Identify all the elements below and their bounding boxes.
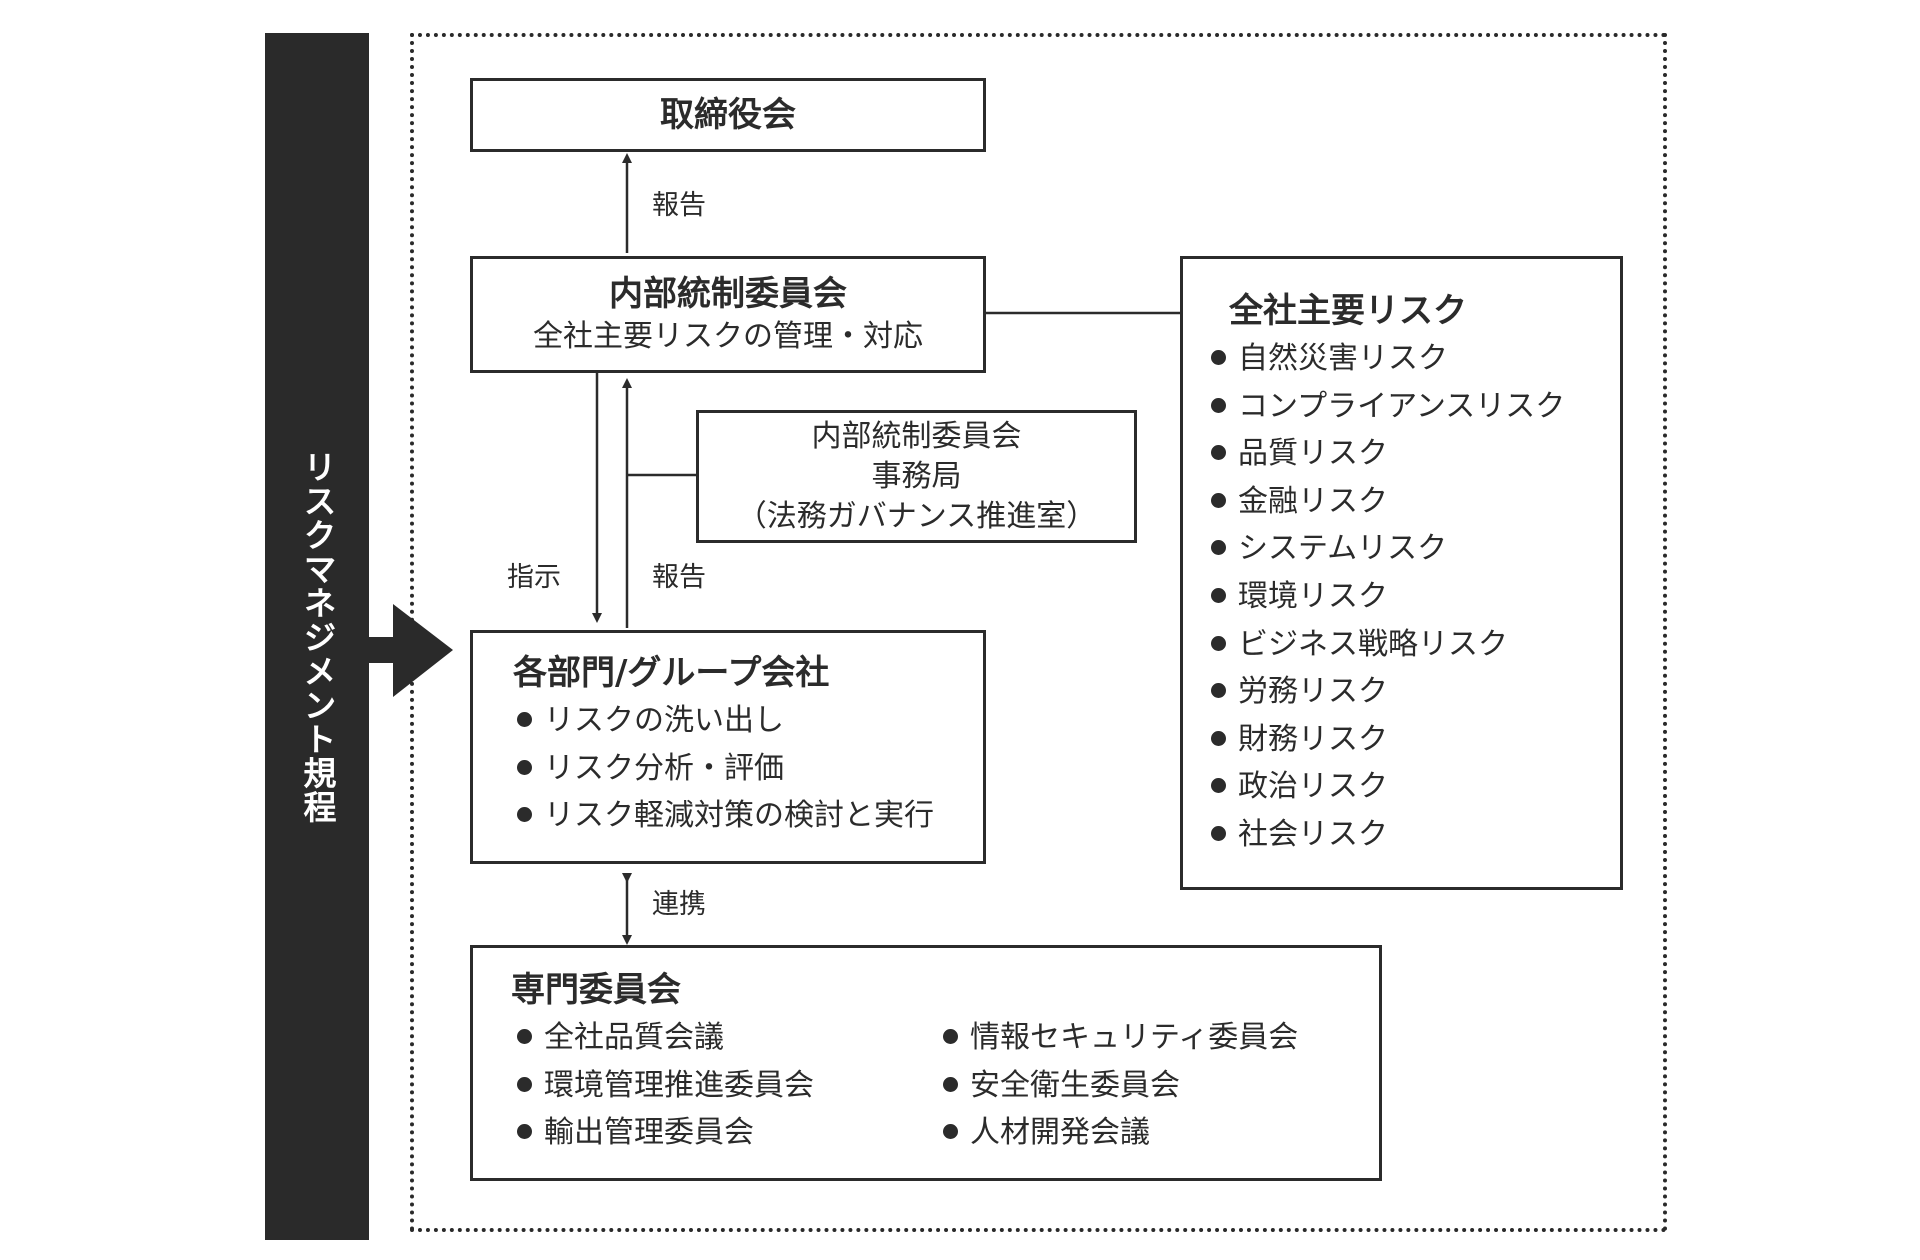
list-item: 人材開発会議 bbox=[943, 1109, 1298, 1157]
list-item: リスク分析・評価 bbox=[517, 745, 983, 793]
side-label: リスクマネジメント規程 bbox=[298, 449, 337, 824]
list-item: ビジネス戦略リスク bbox=[1211, 621, 1620, 669]
list-item: 自然災害リスク bbox=[1211, 335, 1620, 383]
list-item: 金融リスク bbox=[1211, 478, 1620, 526]
label-report-top: 報告 bbox=[652, 190, 706, 221]
list-item: 環境管理推進委員会 bbox=[517, 1062, 943, 1110]
bullet-icon bbox=[1211, 683, 1226, 699]
major-risks-box: 全社主要リスク 自然災害リスク コンプライアンスリスク 品質リスク 金融リスク … bbox=[1180, 256, 1623, 890]
bullet-icon bbox=[1211, 350, 1226, 365]
specialized-right-list: 情報セキュリティ委員会 安全衛生委員会 人材開発会議 bbox=[943, 1014, 1298, 1157]
internal-committee-title: 内部統制委員会 bbox=[609, 273, 847, 314]
list-item: 労務リスク bbox=[1211, 668, 1620, 716]
bullet-icon bbox=[943, 1076, 958, 1092]
bullet-icon bbox=[1211, 825, 1226, 841]
bullet-icon bbox=[517, 1076, 532, 1092]
secretariat-box: 内部統制委員会 事務局 （法務ガバナンス推進室） bbox=[696, 410, 1137, 543]
major-risks-title: 全社主要リスク bbox=[1229, 291, 1467, 331]
bullet-icon bbox=[517, 712, 532, 727]
side-label-container: リスクマネジメント規程 bbox=[265, 33, 369, 1240]
departments-box: 各部門/グループ会社 リスクの洗い出し リスク分析・評価 リスク軽減対策の検討と… bbox=[470, 630, 986, 864]
bullet-icon bbox=[943, 1029, 958, 1044]
bullet-icon bbox=[1211, 635, 1226, 651]
bullet-icon bbox=[1211, 778, 1226, 794]
secretariat-line3: （法務ガバナンス推進室） bbox=[736, 498, 1097, 534]
departments-list: リスクの洗い出し リスク分析・評価 リスク軽減対策の検討と実行 bbox=[517, 697, 983, 840]
label-instruct: 指示 bbox=[507, 562, 561, 593]
list-item: 輸出管理委員会 bbox=[517, 1109, 943, 1157]
list-item: 全社品質会議 bbox=[517, 1014, 943, 1062]
label-report-mid: 報告 bbox=[652, 562, 706, 593]
board-box: 取締役会 bbox=[470, 78, 986, 152]
list-item: 社会リスク bbox=[1211, 811, 1620, 859]
list-item: 情報セキュリティ委員会 bbox=[943, 1014, 1298, 1062]
internal-committee-box: 内部統制委員会 全社主要リスクの管理・対応 bbox=[470, 256, 986, 373]
internal-committee-subtitle: 全社主要リスクの管理・対応 bbox=[533, 318, 923, 354]
board-title: 取締役会 bbox=[660, 95, 796, 135]
list-item: コンプライアンスリスク bbox=[1211, 383, 1620, 431]
bullet-icon bbox=[1211, 397, 1226, 413]
list-item: 財務リスク bbox=[1211, 716, 1620, 764]
specialized-title: 専門委員会 bbox=[511, 970, 681, 1010]
bullet-icon bbox=[517, 759, 532, 775]
bullet-icon bbox=[1211, 587, 1226, 603]
specialized-box: 専門委員会 全社品質会議 環境管理推進委員会 輸出管理委員会 情報セキュリティ委… bbox=[470, 945, 1382, 1181]
list-item: 品質リスク bbox=[1211, 430, 1620, 478]
big-arrow-icon bbox=[369, 604, 453, 697]
bullet-icon bbox=[1211, 540, 1226, 556]
specialized-left-list: 全社品質会議 環境管理推進委員会 輸出管理委員会 bbox=[517, 1014, 943, 1157]
side-bar bbox=[265, 33, 369, 1240]
list-item: 安全衛生委員会 bbox=[943, 1062, 1298, 1110]
label-cooperate: 連携 bbox=[652, 889, 706, 920]
departments-title: 各部門/グループ会社 bbox=[513, 653, 830, 693]
list-item: 政治リスク bbox=[1211, 763, 1620, 811]
bullet-icon bbox=[1211, 492, 1226, 508]
specialized-columns: 全社品質会議 環境管理推進委員会 輸出管理委員会 情報セキュリティ委員会 安全衛… bbox=[517, 1014, 1379, 1157]
bullet-icon bbox=[1211, 445, 1226, 461]
list-item: リスク軽減対策の検討と実行 bbox=[517, 792, 983, 840]
secretariat-line1: 内部統制委員会 bbox=[811, 418, 1022, 454]
list-item: 環境リスク bbox=[1211, 573, 1620, 621]
list-item: リスクの洗い出し bbox=[517, 697, 983, 745]
bullet-icon bbox=[517, 807, 532, 823]
bullet-icon bbox=[1211, 730, 1226, 746]
bullet-icon bbox=[517, 1124, 532, 1140]
bullet-icon bbox=[517, 1029, 532, 1044]
list-item: システムリスク bbox=[1211, 525, 1620, 573]
major-risks-list: 自然災害リスク コンプライアンスリスク 品質リスク 金融リスク システムリスク … bbox=[1211, 335, 1620, 859]
bullet-icon bbox=[943, 1124, 958, 1140]
secretariat-line2: 事務局 bbox=[871, 458, 962, 494]
